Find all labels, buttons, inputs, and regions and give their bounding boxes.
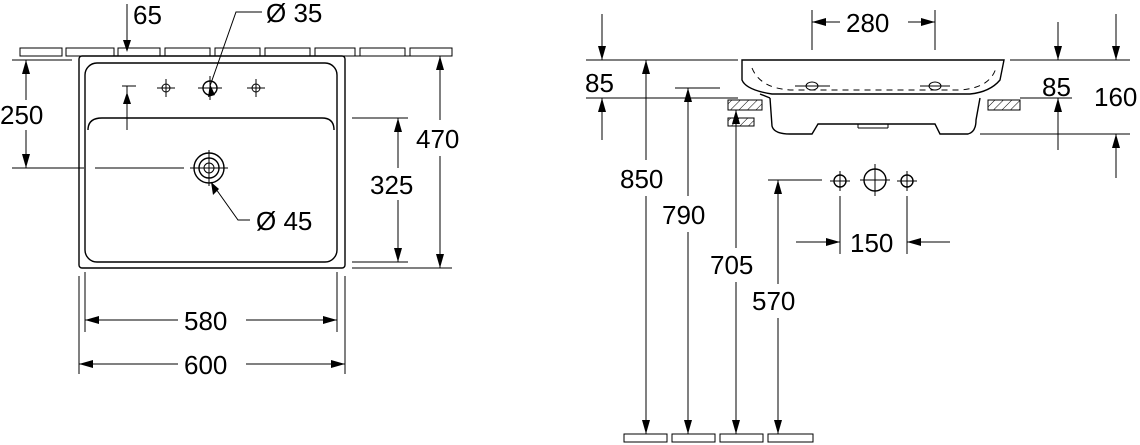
dim-dia35: Ø 35	[266, 0, 322, 28]
dim-580: 580	[184, 306, 227, 336]
drain-outlet	[95, 150, 228, 186]
dim-85-left: 85	[585, 68, 614, 98]
bowl-edge	[87, 117, 335, 131]
dim-280: 280	[846, 8, 889, 38]
basin-outer	[78, 55, 346, 269]
dim-570: 570	[752, 286, 795, 316]
dim-850: 850	[620, 164, 663, 194]
dim-705: 705	[710, 250, 753, 280]
side-view: 280 85 85 160 850	[585, 8, 1137, 443]
dim-470: 470	[416, 124, 459, 154]
dim-65: 65	[133, 0, 162, 30]
dim-150: 150	[850, 228, 893, 258]
wall-bracket-left	[727, 99, 763, 111]
dim-250: 250	[0, 100, 43, 130]
dim-325: 325	[370, 170, 413, 200]
top-view: 65 Ø 35 Ø 45 250 470 325	[0, 0, 459, 380]
side-tap-markers	[795, 81, 950, 91]
basin-inner	[84, 62, 338, 263]
basin-profile	[741, 59, 1005, 95]
dim-600: 600	[184, 350, 227, 380]
dim-dia45: Ø 45	[256, 206, 312, 236]
wall-bracket-right	[987, 99, 1021, 111]
dim-85-right: 85	[1042, 72, 1071, 102]
dim-790: 790	[662, 200, 705, 230]
floor-tiles	[623, 433, 814, 443]
basin-underside	[769, 97, 981, 135]
wall-tiles-top	[19, 47, 453, 57]
tap-hole-pattern	[830, 164, 917, 196]
dim-160: 160	[1094, 82, 1137, 112]
